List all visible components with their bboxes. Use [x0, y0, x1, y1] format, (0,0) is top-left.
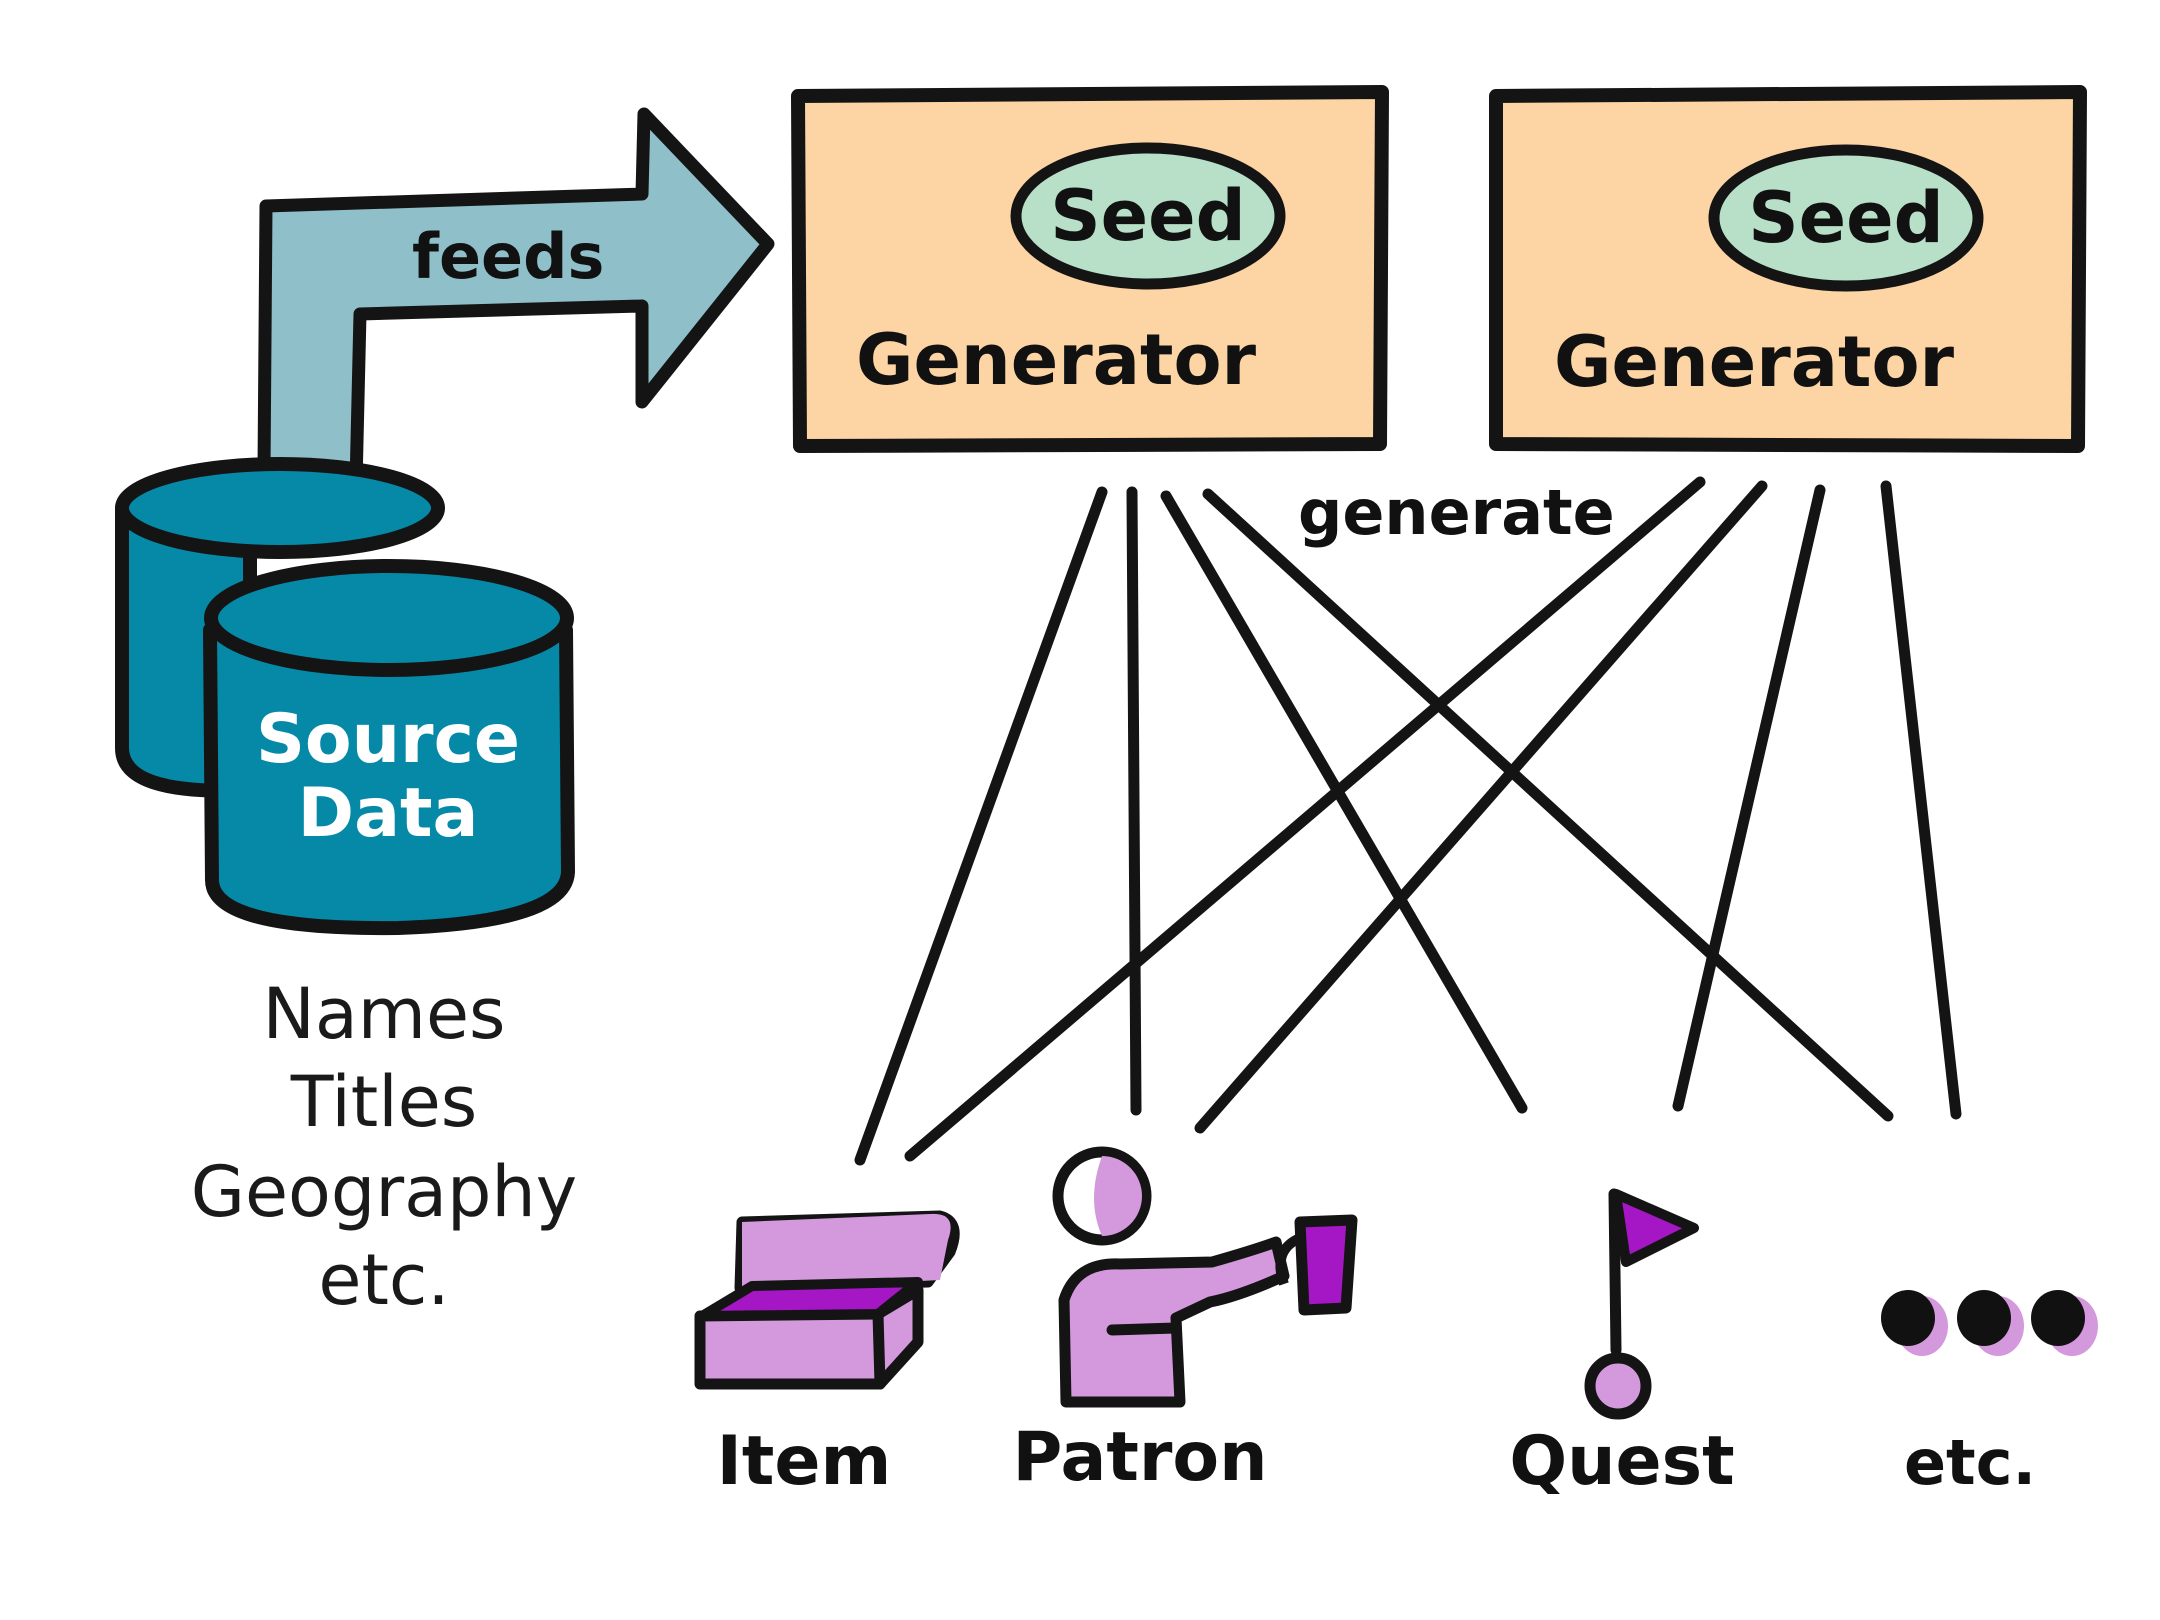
source-items-list: Names Titles Geography etc.: [191, 973, 577, 1321]
output-etc: etc.: [1881, 1290, 2098, 1499]
generator-box-1: Seed Generator: [791, 85, 1389, 453]
treasure-chest-icon: [694, 1210, 960, 1390]
flag-base: [1584, 1352, 1652, 1420]
output-label-item: Item: [717, 1422, 892, 1501]
generator-label-1: Generator: [856, 319, 1257, 401]
dot: [2031, 1290, 2085, 1346]
chest-inner: [697, 1277, 923, 1321]
seed-blob-2: [1708, 144, 1984, 292]
edge-gen1-quest: [1160, 490, 1528, 1114]
edge-gen2-item: [904, 476, 1706, 1162]
source-database-icon: Source Data: [115, 457, 575, 936]
edge-gen1-etc: [1202, 488, 1894, 1122]
person-with-mug-icon: [1052, 1146, 1358, 1408]
source-item: Geography: [191, 1151, 577, 1233]
patron-mug: [1294, 1214, 1358, 1316]
patron-arm-line: [1106, 1322, 1182, 1336]
edge-gen2-quest: [1672, 484, 1826, 1112]
output-item: Item: [694, 1210, 960, 1501]
source-title-line1: Source: [256, 700, 520, 779]
ellipsis-dots-icon: [1881, 1290, 2098, 1356]
chest-edge: [872, 1308, 886, 1390]
dot: [1881, 1290, 1935, 1346]
output-patron: Patron: [1012, 1146, 1358, 1497]
output-label-etc: etc.: [1904, 1426, 2036, 1499]
flag-banner: [1611, 1189, 1699, 1267]
edge-gen2-patron: [1194, 480, 1768, 1134]
generator-box-2: Seed Generator: [1489, 85, 2087, 453]
generate-label: generate: [1298, 476, 1615, 549]
source-item: Titles: [290, 1061, 477, 1143]
flag-pole: [1608, 1188, 1622, 1356]
feeds-arrow-shape: [257, 107, 775, 491]
flag-icon: [1584, 1188, 1699, 1420]
edge-gen1-item: [854, 486, 1108, 1166]
source-item: Names: [263, 973, 506, 1055]
chest-lid-open: [742, 1213, 951, 1290]
seed-blob-1: [1010, 142, 1286, 290]
generate-edges: [854, 476, 1962, 1166]
front-cylinder-top: [204, 559, 574, 677]
output-quest: Quest: [1509, 1188, 1735, 1501]
seed-label-1: Seed: [1050, 175, 1245, 257]
patron-head-shade: [1094, 1156, 1142, 1236]
front-cylinder-body: [203, 623, 575, 936]
feeds-label: feeds: [412, 220, 604, 293]
output-label-patron: Patron: [1012, 1418, 1267, 1497]
back-cylinder-top: [115, 457, 445, 559]
edge-gen1-patron: [1126, 486, 1142, 1116]
patron-body: [1058, 1236, 1290, 1408]
edge-gen2-etc: [1880, 480, 1962, 1120]
output-label-quest: Quest: [1509, 1422, 1734, 1501]
source-title-line2: Data: [298, 774, 479, 853]
patron-mug-handle: [1275, 1233, 1303, 1286]
feeds-arrow: feeds: [257, 107, 775, 491]
seed-label-2: Seed: [1748, 177, 1943, 259]
generator-label-2: Generator: [1554, 321, 1955, 403]
dot: [1957, 1290, 2011, 1346]
source-item: etc.: [318, 1239, 449, 1321]
